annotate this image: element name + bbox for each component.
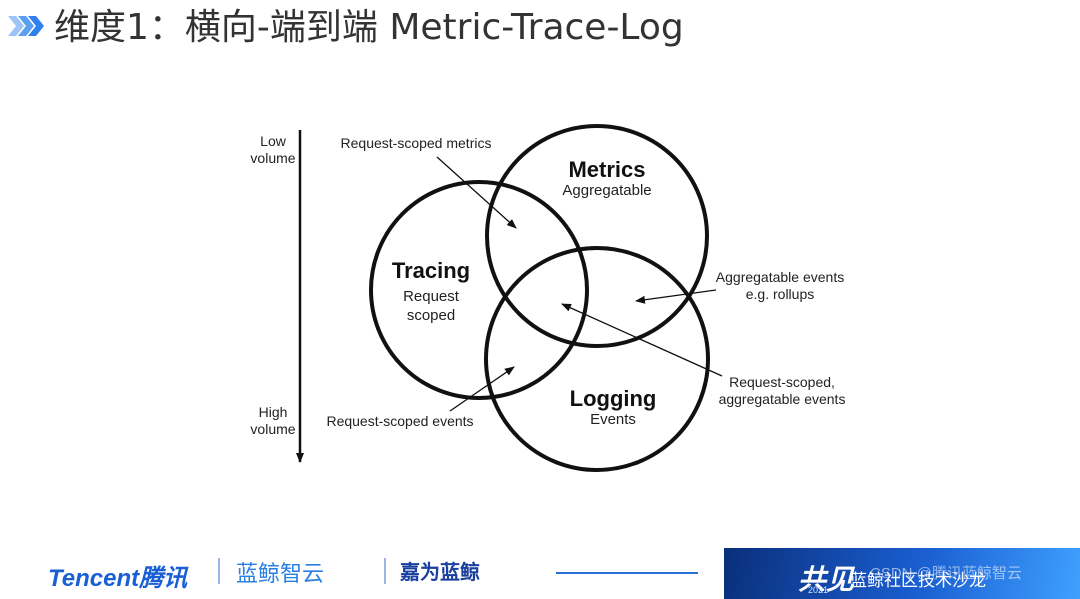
axis-low-label: volume — [250, 150, 295, 166]
axis-high-label: volume — [250, 421, 295, 437]
csdn-watermark: CSDN @腾讯蓝鲸智云 — [870, 562, 1022, 583]
annotation-request-scoped-aggregatable: Request-scoped, — [729, 374, 835, 390]
metrics-subtitle: Aggregatable — [562, 182, 651, 199]
metrics-title: Metrics — [568, 157, 645, 182]
annotation-request-scoped-metrics: Request-scoped metrics — [341, 135, 492, 151]
annotation-arrow — [450, 367, 514, 411]
logo-divider — [384, 558, 386, 584]
annotation-request-scoped-events: Request-scoped events — [326, 413, 473, 429]
logging-circle — [486, 248, 708, 470]
annotation-aggregatable-events: e.g. rollups — [746, 286, 814, 302]
footer-divider-line — [556, 572, 698, 574]
logging-subtitle: Events — [590, 411, 636, 428]
axis-low-label: Low — [260, 133, 287, 149]
annotation-aggregatable-events: Aggregatable events — [716, 269, 844, 285]
lanjing-logo: 蓝鲸智云 — [236, 556, 324, 588]
annotation-arrow — [636, 290, 716, 301]
tracing-subtitle: scoped — [407, 307, 455, 324]
jiali-logo: 嘉为蓝鲸 — [400, 556, 480, 585]
tracing-subtitle: Request — [403, 288, 460, 305]
logo-divider — [218, 558, 220, 584]
tracing-title: Tracing — [392, 258, 470, 283]
logging-title: Logging — [570, 386, 657, 411]
banner-year: 2021 — [808, 585, 828, 595]
annotation-arrow — [437, 157, 516, 228]
axis-high-label: High — [259, 404, 288, 420]
tencent-logo: Tencent腾讯 — [48, 558, 187, 593]
annotation-request-scoped-aggregatable: aggregatable events — [719, 391, 846, 407]
